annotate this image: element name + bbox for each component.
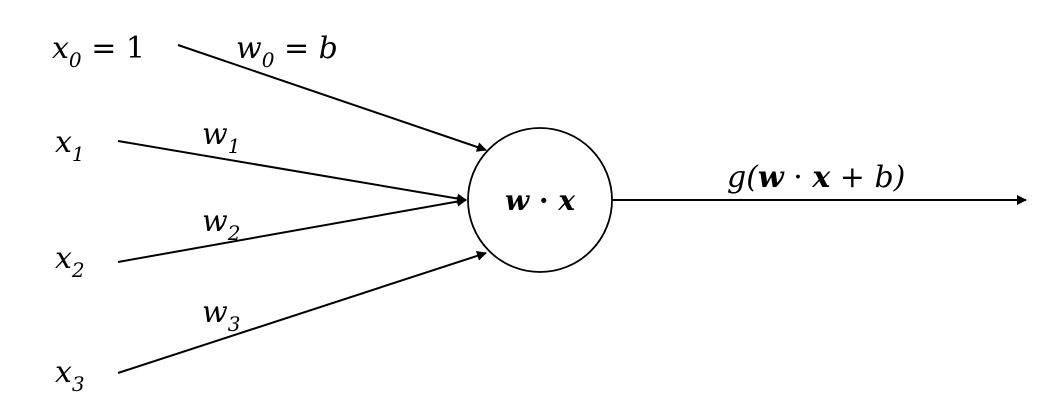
edge-x1 xyxy=(117,140,467,204)
input-label-x2: x2 xyxy=(55,241,85,282)
output-label: g(w · x + b) xyxy=(727,160,905,195)
edge-x0 xyxy=(177,44,487,152)
input-label-x0: x0 = 1 xyxy=(52,31,145,72)
weight-label-w1: w1 xyxy=(202,117,240,158)
input-label-x1: x1 xyxy=(55,125,85,166)
input-label-x3: x3 xyxy=(55,355,85,396)
neuron-label: w · x xyxy=(505,184,575,217)
weight-label-w0: w0 = b xyxy=(236,31,338,72)
edge-x3 xyxy=(117,251,487,374)
weight-label-w2: w2 xyxy=(202,204,240,245)
weight-label-w3: w3 xyxy=(202,295,240,336)
edge-x2 xyxy=(117,196,467,263)
